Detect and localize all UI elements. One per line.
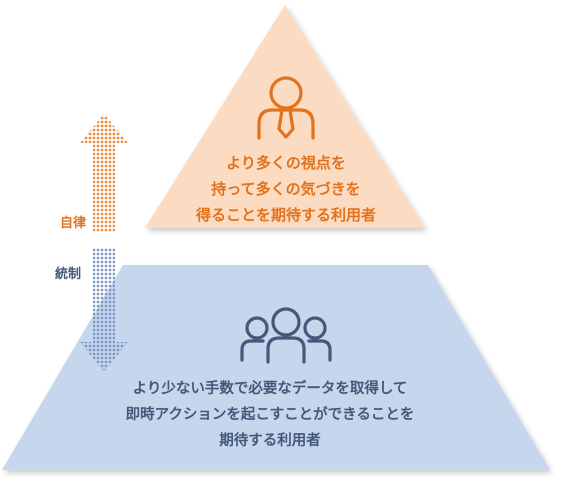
bottom-text-line: より少ない手数で必要なデータを取得して: [132, 381, 408, 397]
bottom-user-description: より少ない手数で必要なデータを取得して 即時アクションを起こすことができることを…: [70, 376, 470, 454]
control-label: 統制: [55, 267, 82, 282]
bottom-trapezoid: [2, 265, 550, 470]
bottom-text-line: 即時アクションを起こすことができることを: [125, 407, 415, 423]
top-triangle: [145, 5, 425, 228]
autonomy-label: 自律: [60, 216, 87, 231]
top-user-description: より多くの視点を 持って多くの気づきを 得ることを期待する利用者: [170, 150, 402, 228]
people-group-icon: [240, 307, 332, 364]
down-arrow: [80, 248, 128, 372]
person-tie-icon: [257, 76, 315, 140]
up-arrow: [80, 114, 128, 232]
top-text-line: 持って多くの気づきを: [211, 180, 361, 198]
bottom-text-line: 期待する利用者: [219, 433, 321, 449]
top-text-line: 得ることを期待する利用者: [195, 206, 376, 224]
top-text-line: より多くの視点を: [226, 154, 346, 172]
